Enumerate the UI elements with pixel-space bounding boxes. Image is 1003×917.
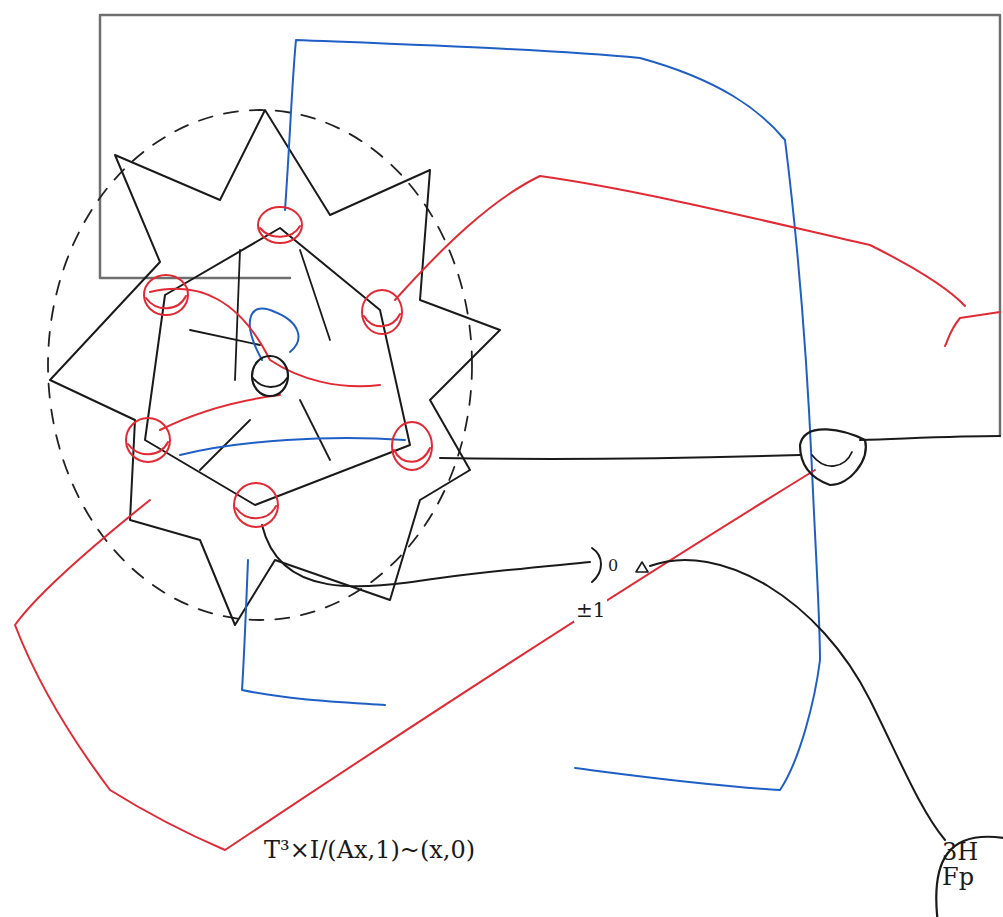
- red-ball: [126, 418, 170, 462]
- red-ball: [362, 290, 402, 334]
- red-ball: [144, 275, 188, 315]
- framing-coefficient: ±1: [574, 598, 607, 622]
- red-ball-arc: [236, 506, 276, 518]
- dashed-boundary: [48, 110, 472, 620]
- black-strand: [650, 560, 945, 840]
- node-text: Fp: [942, 865, 978, 890]
- hexagon: [145, 228, 410, 505]
- red-ball: [392, 422, 432, 470]
- red-ball: [258, 207, 302, 243]
- star-surface: [50, 110, 500, 625]
- red-ball-arc: [128, 442, 168, 454]
- circle-outline: [936, 837, 1003, 917]
- inner-strands: [190, 250, 330, 470]
- red-curve: [945, 312, 1000, 346]
- zero-framing-hook: [592, 548, 601, 582]
- blue-curve: [285, 40, 820, 790]
- quotient-formula: T³×I/(Ax,1)~(x,0): [262, 836, 477, 864]
- ball-arc: [812, 452, 852, 466]
- black-strand: [262, 525, 590, 586]
- red-curve: [150, 289, 380, 430]
- red-curve: [395, 176, 965, 306]
- blue-curve: [180, 438, 405, 455]
- red-curve: [15, 470, 815, 850]
- black-strand: [440, 455, 800, 459]
- red-ball: [234, 483, 278, 527]
- one-handle-ball: [800, 429, 866, 485]
- blue-loop: [250, 309, 299, 360]
- black-ball: [252, 356, 288, 396]
- black-strand: [860, 436, 1000, 440]
- red-ball-arc: [146, 296, 186, 308]
- small-triangle: [636, 562, 648, 572]
- black-ball-arc: [253, 378, 287, 387]
- framing-coefficient: 0: [606, 556, 620, 575]
- red-ball-arc: [394, 448, 430, 462]
- red-ball-arc: [260, 226, 300, 237]
- node-text: 3H: [942, 840, 978, 865]
- red-ball-arc: [364, 314, 400, 326]
- handle-circle: 3HFp: [936, 836, 984, 894]
